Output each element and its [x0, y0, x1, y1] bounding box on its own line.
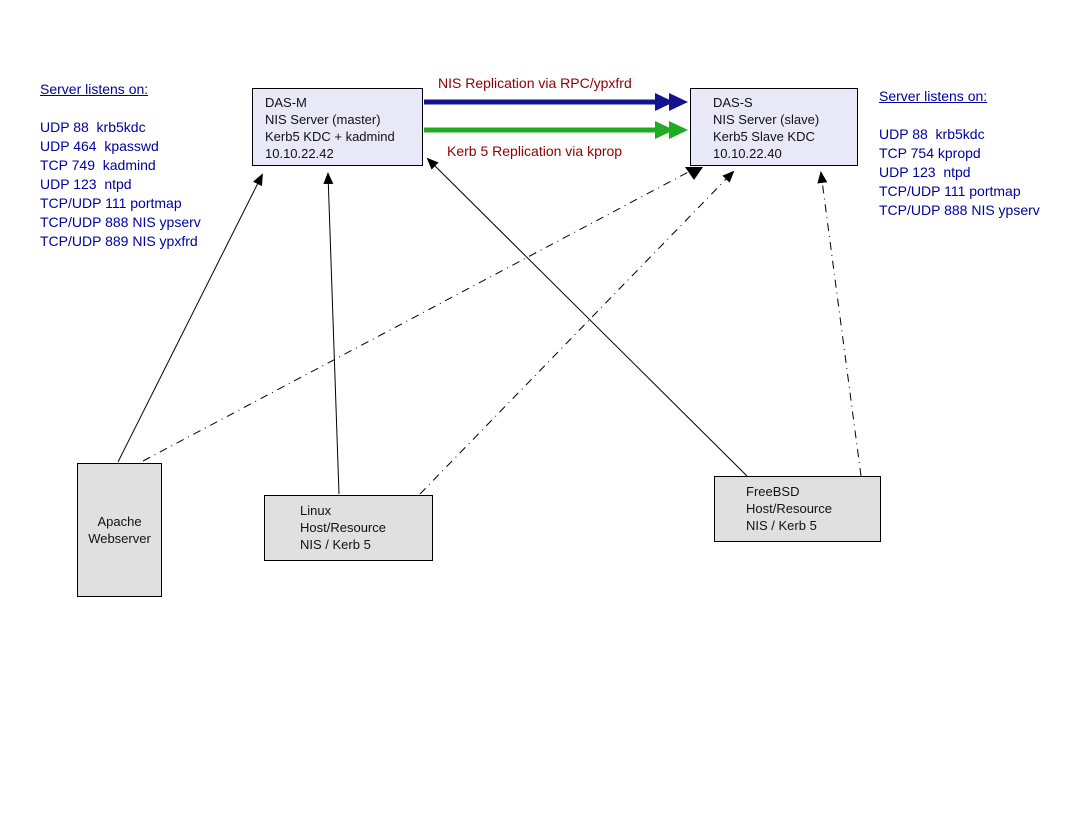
linux-services: NIS / Kerb 5 [300, 537, 371, 552]
port-line: TCP/UDP 111 portmap [40, 195, 182, 211]
linux-box: Linux Host/Resource NIS / Kerb 5 [264, 495, 433, 561]
nis-replication-arrowhead-1 [655, 93, 674, 111]
freebsd-role: Host/Resource [746, 501, 832, 516]
nis-replication-label: NIS Replication via RPC/ypxfrd [438, 75, 632, 91]
das-s-role: NIS Server (slave) [713, 112, 820, 127]
linux-role: Host/Resource [300, 520, 386, 535]
das-s-services: Kerb5 Slave KDC [713, 129, 815, 144]
das-s-name: DAS-S [713, 95, 753, 110]
port-line: UDP 88 krb5kdc [40, 119, 146, 135]
right-port-list: UDP 88 krb5kdc TCP 754 kpropd UDP 123 nt… [879, 125, 1040, 220]
port-line: TCP/UDP 111 portmap [879, 183, 1021, 199]
left-panel-title: Server listens on: [40, 81, 149, 97]
das-m-ip: 10.10.22.42 [265, 146, 334, 161]
das-s-ip: 10.10.22.40 [713, 146, 782, 161]
das-m-role: NIS Server (master) [265, 112, 381, 127]
port-line: UDP 123 ntpd [879, 164, 971, 180]
port-line: TCP/UDP 888 NIS ypserv [40, 214, 201, 230]
port-line: UDP 88 krb5kdc [879, 126, 985, 142]
edge-linux-to-dasm [323, 172, 340, 495]
port-line: TCP 749 kadmind [40, 157, 156, 173]
freebsd-services: NIS / Kerb 5 [746, 518, 817, 533]
freebsd-box: FreeBSD Host/Resource NIS / Kerb 5 [714, 476, 881, 542]
linux-name: Linux [300, 503, 332, 518]
das-s-box: DAS-S NIS Server (slave) Kerb5 Slave KDC… [690, 88, 858, 166]
apache-role: Webserver [88, 531, 151, 546]
right-panel-title: Server listens on: [879, 88, 988, 104]
port-line: UDP 464 kpasswd [40, 138, 159, 154]
kerb-replication-label: Kerb 5 Replication via kprop [447, 143, 623, 159]
nis-replication-arrowhead-2 [669, 93, 688, 111]
edge-linux-to-dass [419, 170, 735, 495]
das-m-name: DAS-M [265, 95, 307, 110]
edge-apache-to-dass-arrowhead [685, 167, 703, 180]
apache-name: Apache [97, 514, 142, 529]
port-line: TCP/UDP 889 NIS ypxfrd [40, 233, 198, 249]
kerb-replication-arrowhead-1 [655, 121, 674, 139]
edge-freebsd-to-dasm [426, 157, 748, 477]
apache-box: Apache Webserver [77, 463, 162, 597]
das-m-box: DAS-M NIS Server (master) Kerb5 KDC + ka… [252, 88, 423, 166]
edge-freebsd-to-dass [817, 171, 862, 477]
das-m-services: Kerb5 KDC + kadmind [265, 129, 395, 144]
kerb-replication-arrowhead-2 [669, 121, 688, 139]
edge-apache-to-dasm [117, 173, 263, 463]
edge-apache-to-dass [142, 168, 695, 462]
freebsd-name: FreeBSD [746, 484, 800, 499]
left-port-list: UDP 88 krb5kdc UDP 464 kpasswd TCP 749 k… [40, 118, 201, 251]
port-line: TCP 754 kpropd [879, 145, 981, 161]
port-line: UDP 123 ntpd [40, 176, 132, 192]
port-line: TCP/UDP 888 NIS ypserv [879, 202, 1040, 218]
